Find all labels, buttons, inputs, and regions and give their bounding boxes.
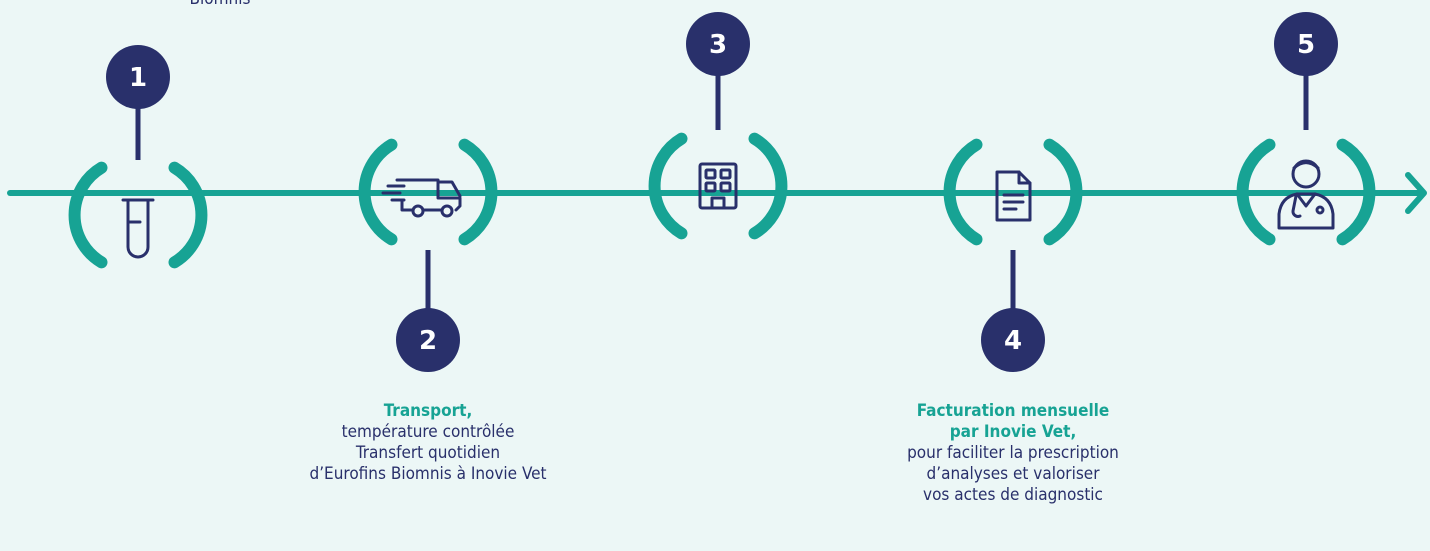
- step-badges: 1 2 3 4 5: [106, 12, 1338, 372]
- step-5-number: 5: [1297, 30, 1315, 60]
- step-5-badge: 5: [1274, 12, 1338, 76]
- step-4-caption-title-2: par Inovie Vet,: [949, 422, 1077, 442]
- step-1-caption-line: Biomnis: [150, 0, 290, 10]
- step-2-number: 2: [419, 326, 437, 356]
- step-3-number: 3: [709, 30, 727, 60]
- step-4-caption-line-2: d’analyses et valoriser: [926, 464, 1100, 484]
- step-3-ring: [648, 132, 788, 240]
- arrow-head-icon: [1405, 172, 1427, 214]
- step-5-ring: [1236, 138, 1376, 246]
- step-4-number: 4: [1004, 326, 1022, 356]
- step-4-ring: [943, 138, 1083, 246]
- step-4-caption-title-1: Facturation mensuelle: [916, 401, 1110, 421]
- step-2-caption-title: Transport,: [383, 401, 473, 421]
- step-1-caption-partial: Biomnis: [150, 0, 290, 10]
- test-tube-icon: [121, 198, 155, 259]
- step-4-caption-line-1: pour faciliter la prescription: [907, 443, 1119, 463]
- step-1-number: 1: [129, 63, 147, 93]
- step-2-caption: Transport, température contrôlée Transfe…: [248, 401, 608, 485]
- step-4-badge: 4: [981, 308, 1045, 372]
- step-1-ring: [68, 161, 208, 269]
- step-4-caption-line-3: vos actes de diagnostic: [923, 485, 1103, 505]
- step-3-badge: 3: [686, 12, 750, 76]
- step-2-caption-line-2: Transfert quotidien: [355, 443, 501, 463]
- step-2-caption-line-3: d’Eurofins Biomnis à Inovie Vet: [309, 464, 547, 484]
- building-icon: [698, 162, 738, 210]
- step-2-badge: 2: [396, 308, 460, 372]
- invoice-document-icon: [995, 170, 1032, 222]
- veterinarian-doctor-icon: [1277, 159, 1335, 230]
- step-2-ring: [358, 138, 498, 246]
- step-4-caption: Facturation mensuelle par Inovie Vet, po…: [843, 401, 1183, 506]
- delivery-truck-icon: [381, 178, 462, 218]
- step-2-caption-line-1: température contrôlée: [341, 422, 515, 442]
- step-1-badge: 1: [106, 45, 170, 109]
